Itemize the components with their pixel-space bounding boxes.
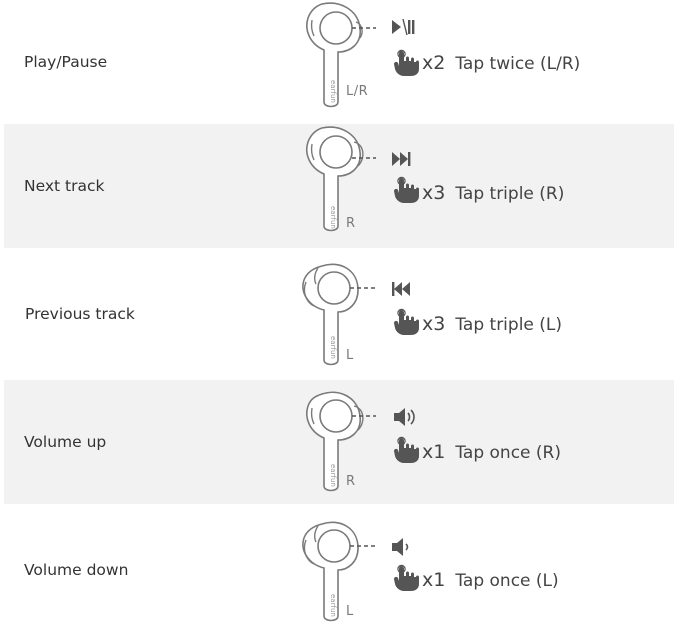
brand-logo: earfun [329, 464, 337, 487]
side-indicator: L [346, 604, 354, 619]
tap-hand-icon [392, 436, 424, 464]
row-label: Volume up [24, 433, 107, 451]
earbud-illustration: earfun [296, 124, 376, 248]
next-track-icon [390, 148, 416, 170]
volume-down-icon [390, 536, 416, 558]
side-indicator: R [346, 474, 356, 489]
earbud-illustration: earfun [296, 380, 376, 504]
tap-hand-icon [392, 564, 424, 592]
tap-hand-icon [392, 308, 424, 336]
tap-hand-icon [392, 49, 424, 77]
previous-track-icon [390, 278, 416, 300]
side-indicator: L [346, 348, 354, 363]
play-pause-icon [390, 16, 416, 38]
brand-logo: earfun [329, 594, 337, 617]
row-label: Next track [24, 177, 105, 195]
row-label: Play/Pause [24, 53, 108, 71]
tap-hand-icon [392, 176, 424, 204]
row-label: Previous track [25, 305, 135, 323]
side-indicator: R [346, 216, 356, 231]
row-label: Volume down [24, 561, 129, 579]
brand-logo: earfun [329, 206, 337, 229]
earbud-illustration: earfun [296, 0, 376, 124]
volume-up-icon [392, 406, 418, 428]
earbud-illustration: earfun [296, 508, 376, 632]
brand-logo: earfun [329, 80, 337, 103]
earbud-illustration: earfun [296, 252, 376, 376]
side-indicator: L/R [346, 84, 369, 99]
brand-logo: earfun [329, 336, 337, 359]
